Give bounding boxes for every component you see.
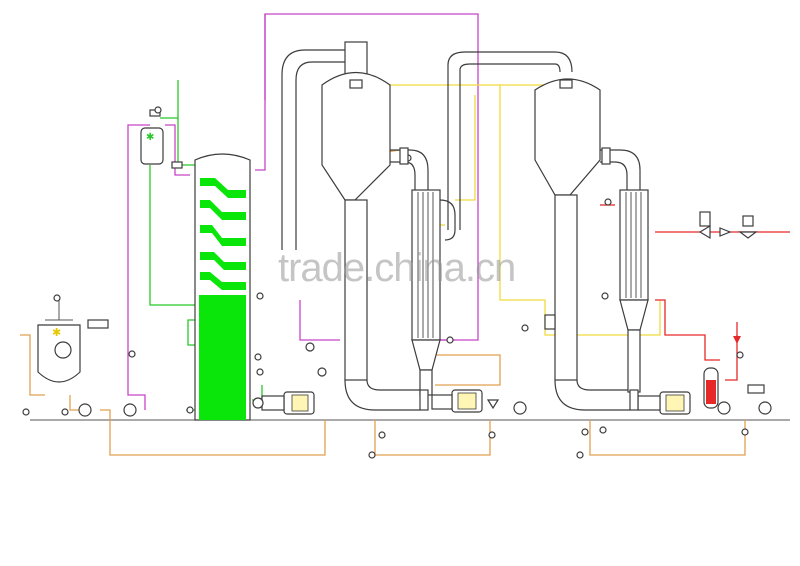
- svg-text:✱: ✱: [52, 326, 61, 339]
- condenser-column: [194, 153, 251, 421]
- heater-1: [411, 51, 573, 396]
- steam-inlet-valves: [698, 211, 758, 344]
- separator-1: [281, 41, 429, 411]
- feed-pump: [78, 403, 137, 417]
- watermark: trade.china.cn: [278, 246, 516, 290]
- vacuum-buffer-tank: ✱: [140, 109, 183, 169]
- water-pump: [252, 391, 315, 415]
- circulation-pump-1: [431, 389, 527, 415]
- feed-lines: [360, 84, 661, 336]
- circulation-pump-2: [637, 391, 691, 415]
- instruments: [22, 106, 749, 459]
- svg-text:✱: ✱: [146, 132, 154, 143]
- vapor-lines: [127, 13, 479, 410]
- condensate-receiver: [703, 367, 772, 415]
- flanges: [349, 79, 639, 411]
- separator-2: [534, 78, 641, 411]
- feed-tank: ✱: [37, 300, 109, 383]
- heater-2: [619, 189, 649, 393]
